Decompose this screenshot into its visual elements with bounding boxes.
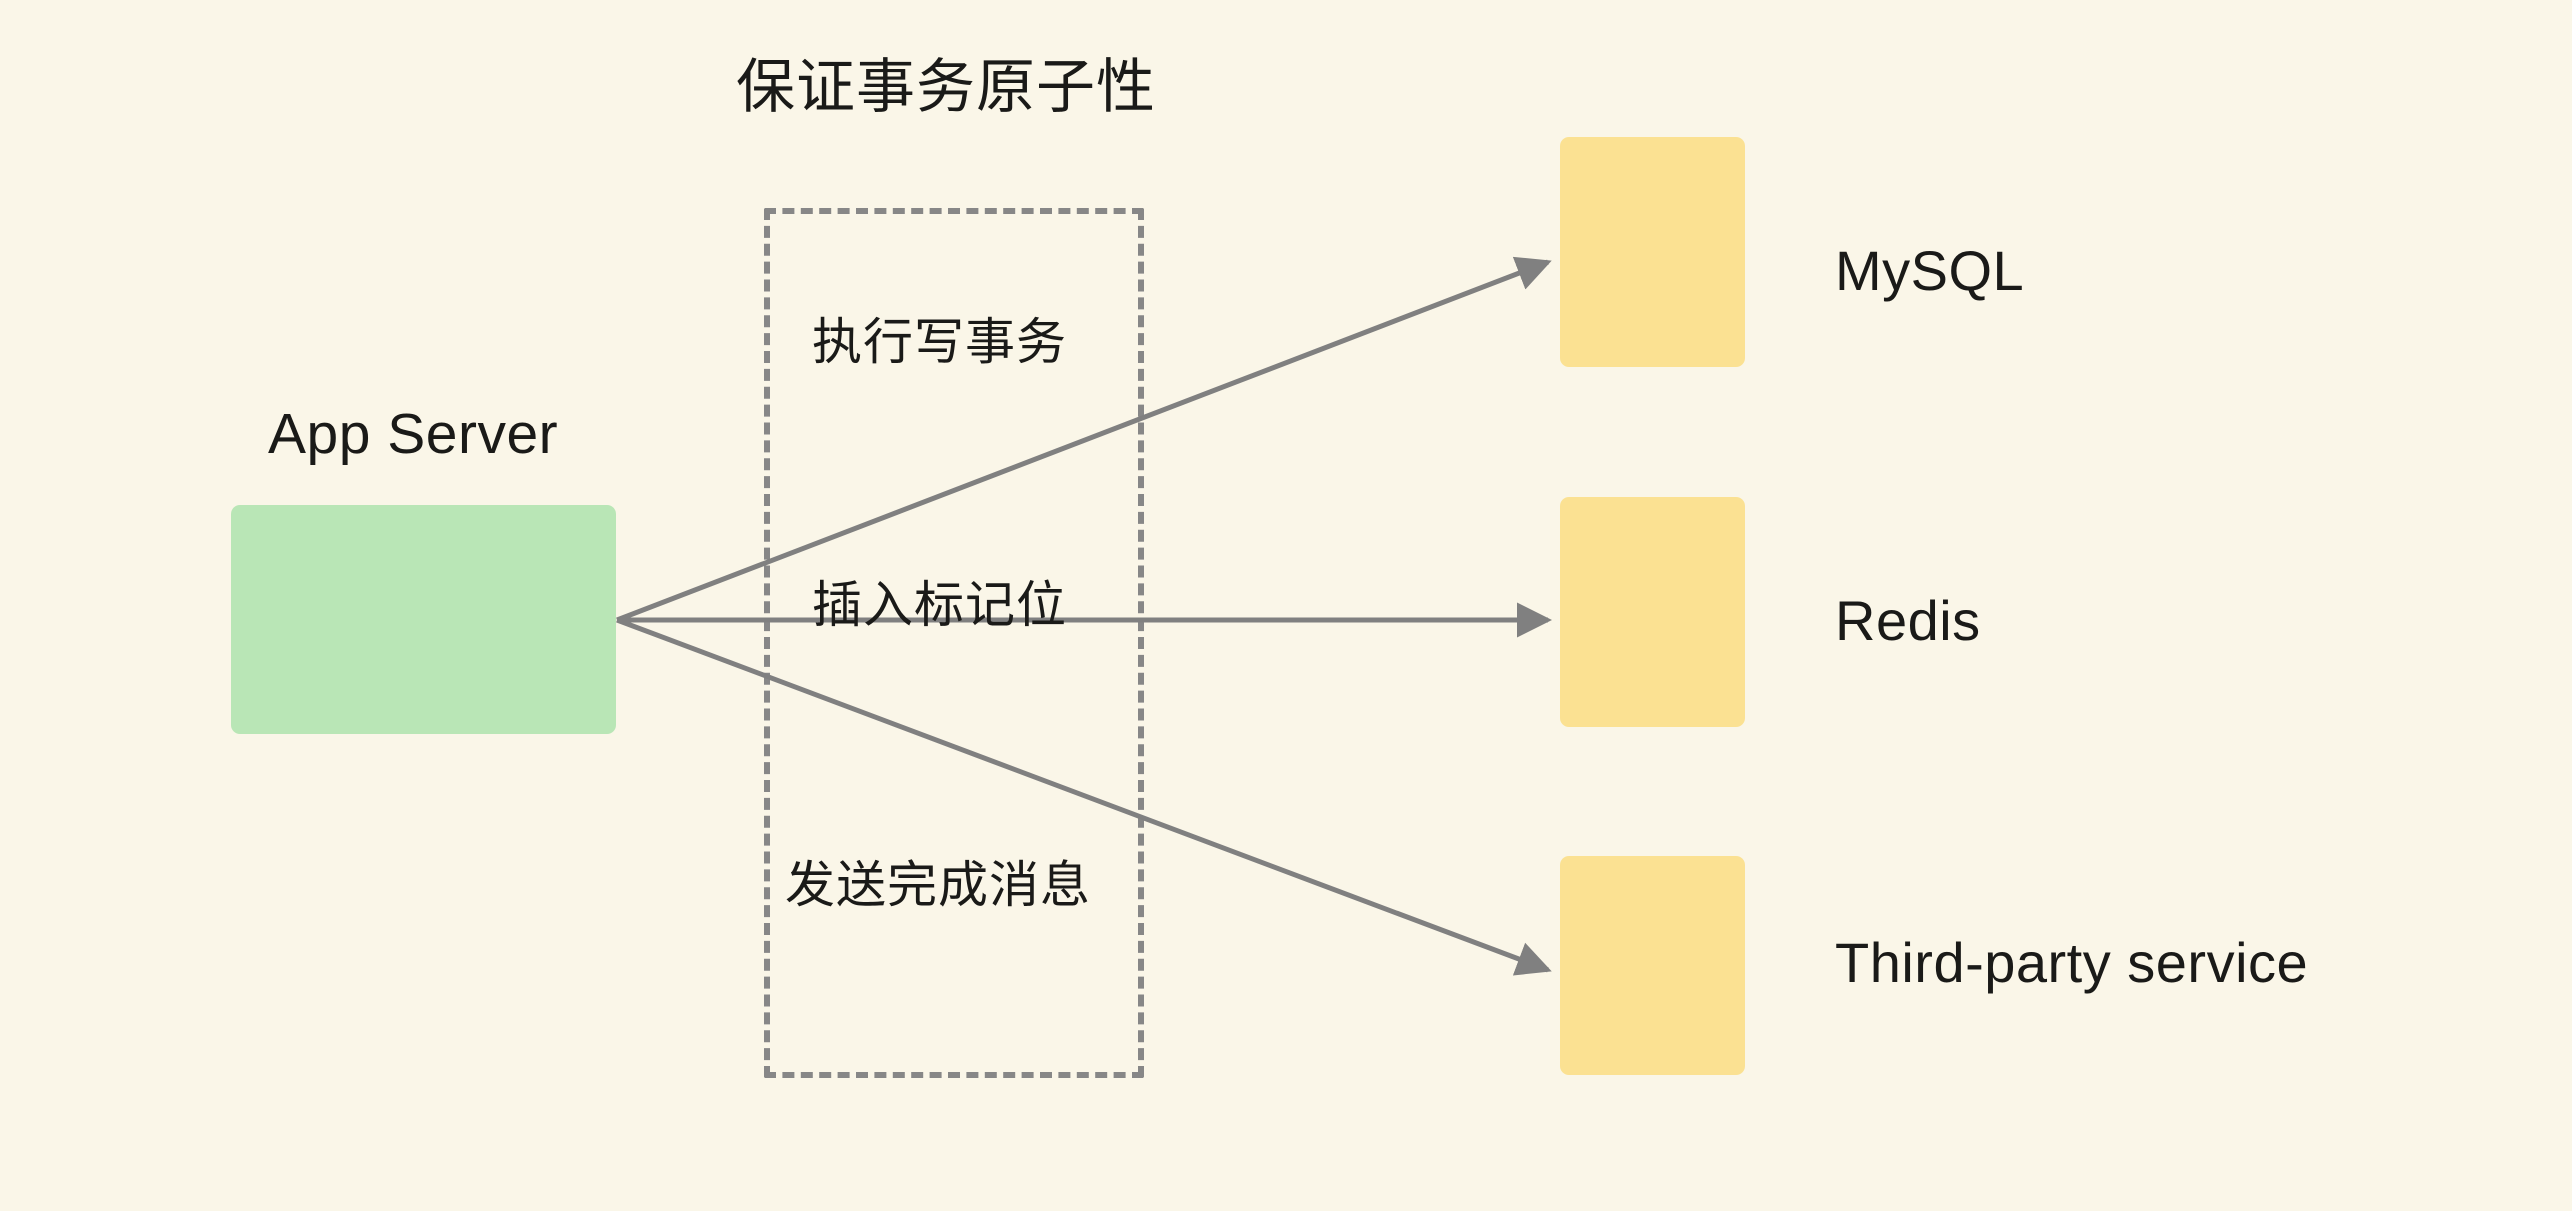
edge-label-send-completion-message: 发送完成消息 [785,857,1091,913]
diagram-title: 保证事务原子性 [736,54,1157,120]
redis-label: Redis [1835,589,1981,652]
edge-label-insert-marker-flag: 插入标记位 [812,577,1067,633]
third-party-service-node[interactable] [1560,856,1745,1075]
mysql-node[interactable] [1560,137,1745,367]
mysql-label: MySQL [1835,239,2025,302]
edge-label-execute-write-transaction: 执行写事务 [812,314,1067,370]
app-server-node[interactable] [231,505,616,734]
app-server-label: App Server [268,402,559,466]
redis-node[interactable] [1560,497,1745,727]
third-party-service-label: Third-party service [1835,931,2309,994]
